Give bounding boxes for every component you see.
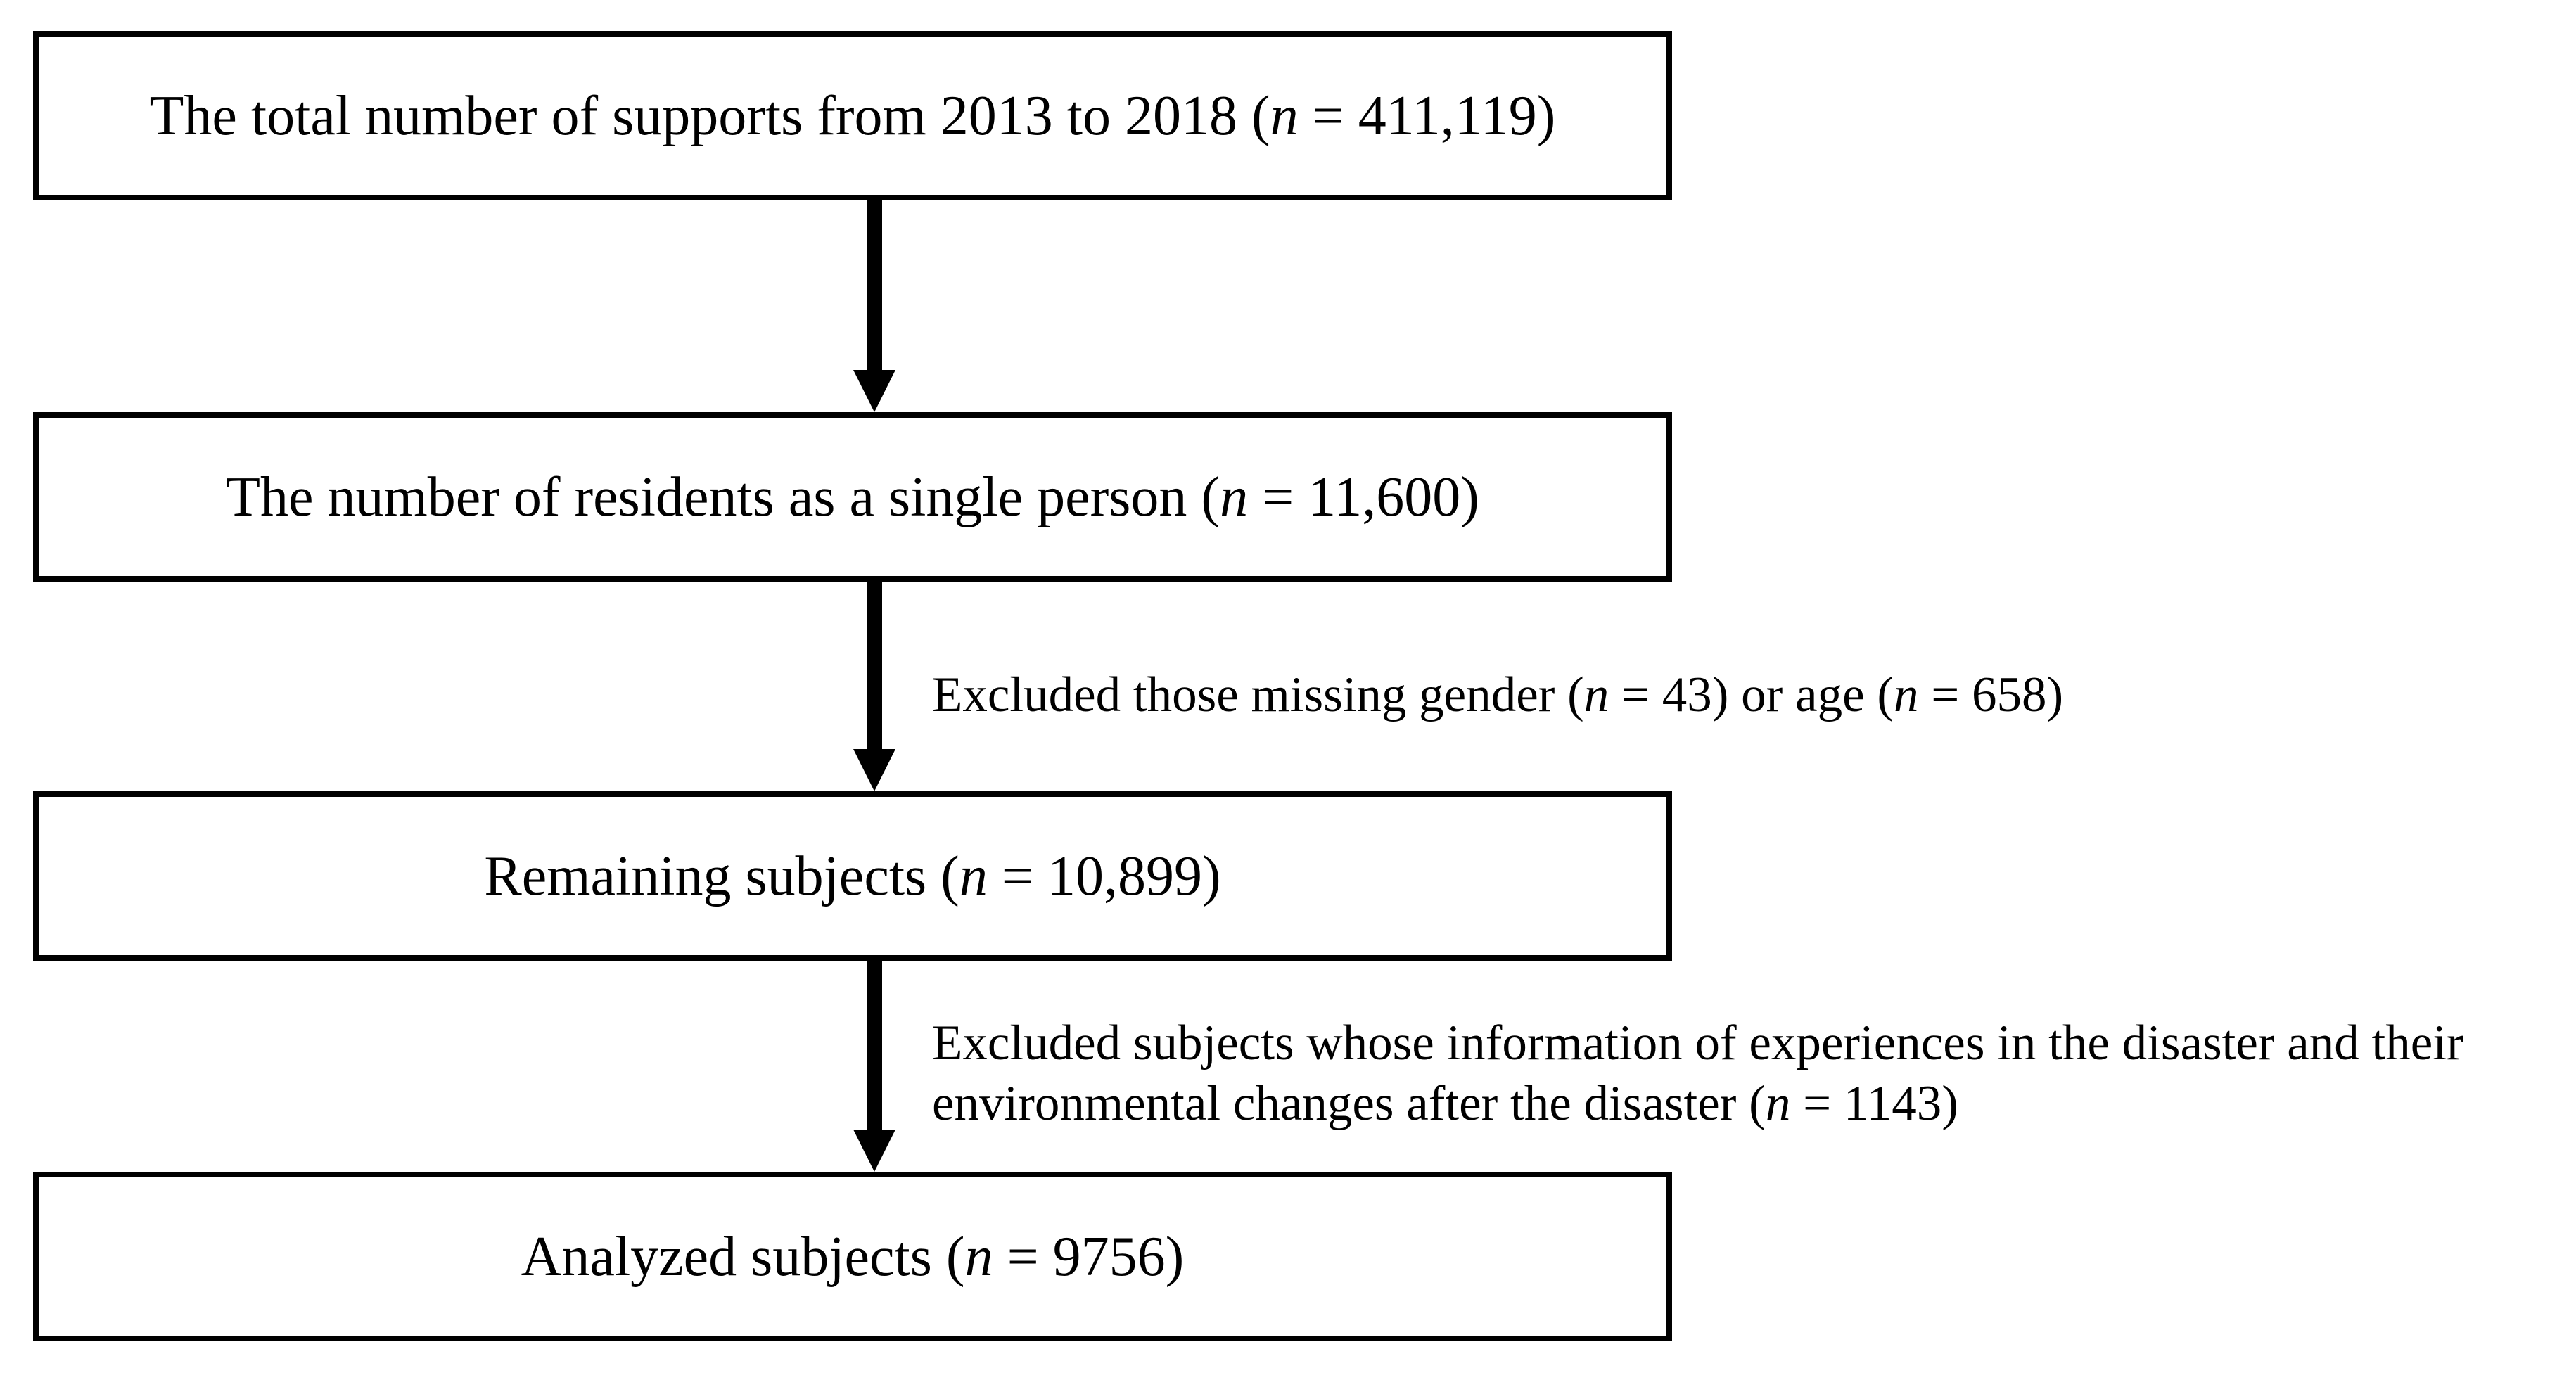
remaining-subjects-box: Remaining subjects (n = 10,899)	[33, 791, 1672, 961]
single-residents-label: The number of residents as a single pers…	[226, 466, 1479, 528]
analyzed-subjects-box: Analyzed subjects (n = 9756)	[33, 1172, 1672, 1341]
exclusion-note-missing-gender-age: Excluded those missing gender (n = 43) o…	[932, 665, 2063, 725]
exclusion-note-missing-disaster-info: Excluded subjects whose information of e…	[932, 1013, 2463, 1134]
remaining-subjects-label: Remaining subjects (n = 10,899)	[484, 845, 1221, 907]
total-supports-box: The total number of supports from 2013 t…	[33, 31, 1672, 200]
exclusion-note-line: environmental changes after the disaster…	[932, 1076, 1958, 1131]
analyzed-subjects-label: Analyzed subjects (n = 9756)	[521, 1225, 1185, 1288]
total-supports-label: The total number of supports from 2013 t…	[149, 84, 1556, 147]
arrow-2	[853, 582, 895, 791]
single-residents-box: The number of residents as a single pers…	[33, 412, 1672, 582]
exclusion-note-line: Excluded subjects whose information of e…	[932, 1016, 2463, 1070]
arrow-3	[853, 961, 895, 1172]
arrow-1	[853, 200, 895, 412]
exclusion-note-line: Excluded those missing gender (n = 43) o…	[932, 667, 2064, 722]
